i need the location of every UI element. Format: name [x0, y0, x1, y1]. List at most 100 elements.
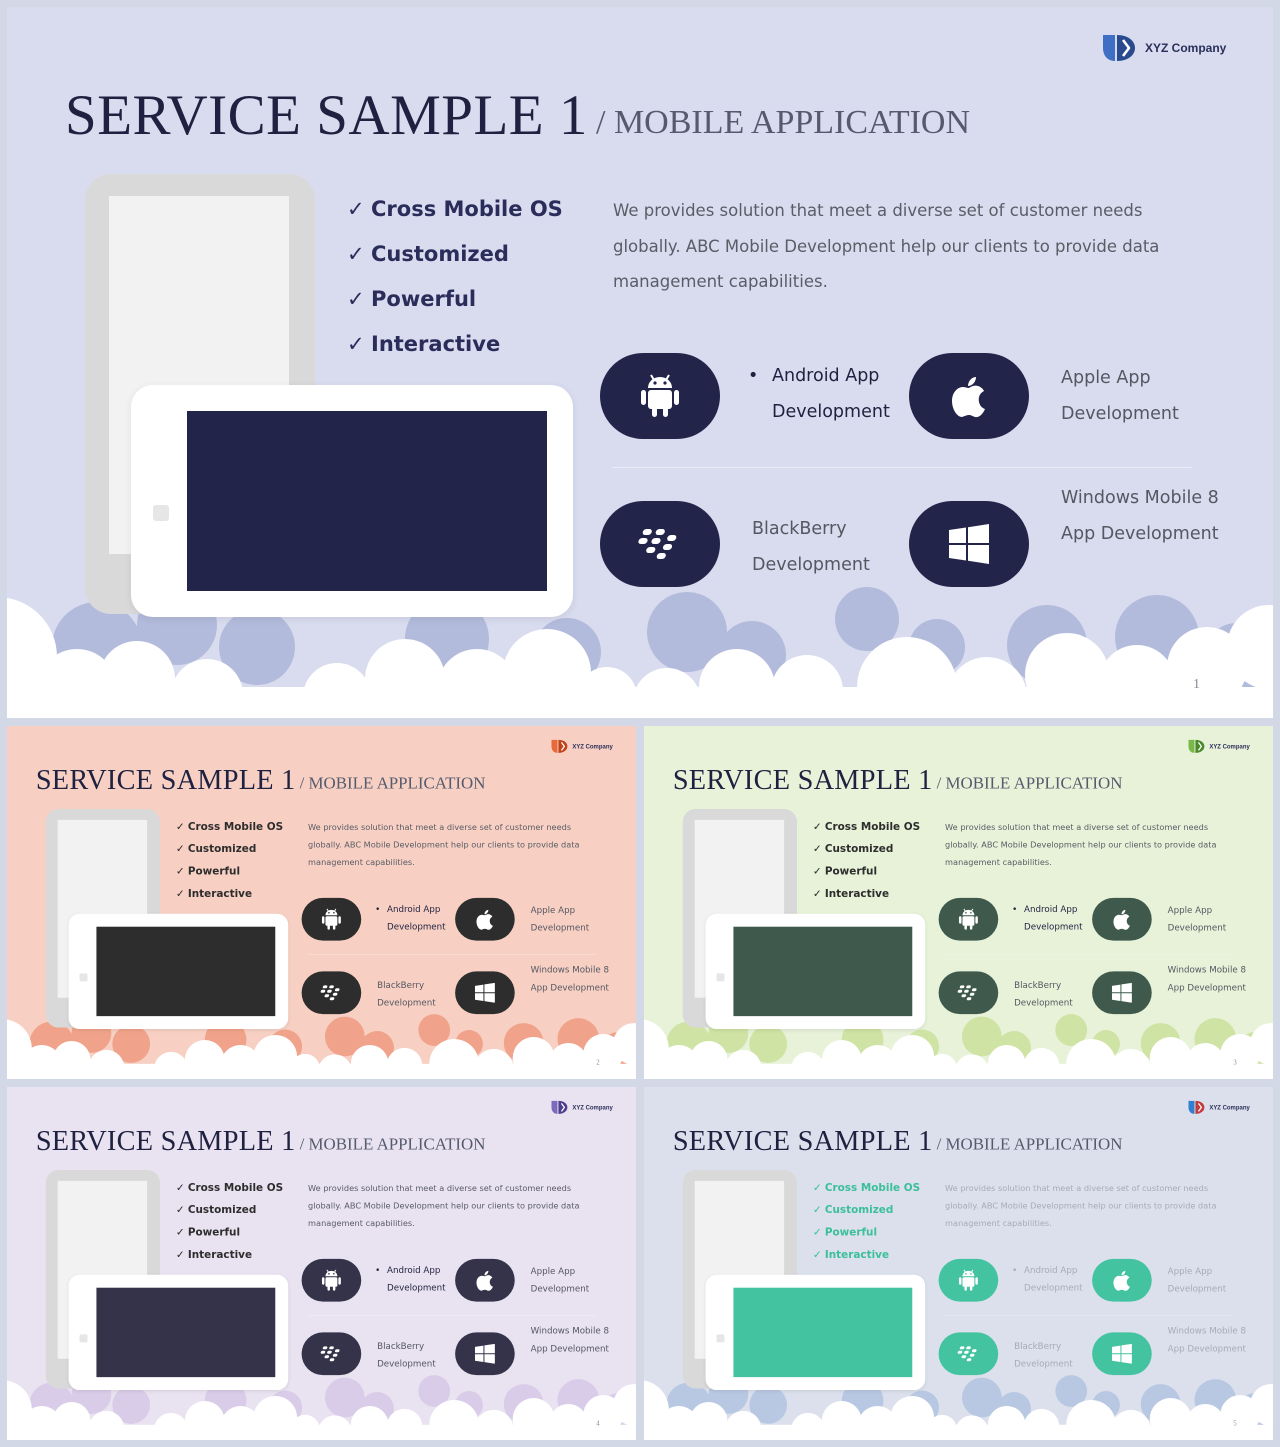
apple-icon [1113, 909, 1130, 930]
feature-item: ✓Powerful [813, 862, 920, 884]
checkmark-icon: ✓ [175, 865, 185, 878]
windows-icon [474, 982, 495, 1003]
android-label: • Android App Development [375, 1261, 462, 1297]
slide-title: SERVICE SAMPLE 1 [672, 1125, 933, 1157]
horizontal-phone-mockup [68, 1274, 289, 1391]
apple-badge [455, 897, 515, 941]
android-label: • Android App Development [375, 900, 462, 936]
feature-item: ✓Interactive [176, 1245, 283, 1267]
phone-home-button [79, 1334, 88, 1343]
cloud-background [7, 1013, 636, 1079]
blackberry-label: BlackBerry Development [1014, 980, 1073, 1009]
feature-item: ✓Interactive [813, 884, 920, 906]
windows-label: Windows Mobile 8 App Development [1167, 964, 1247, 993]
checkmark-icon: ✓ [812, 1248, 822, 1261]
android-icon [321, 1269, 341, 1291]
divider [612, 467, 1192, 468]
company-name: XYZ Company [572, 1103, 613, 1111]
company-logo: XYZ Company [1187, 1099, 1250, 1116]
blackberry-icon [957, 1346, 977, 1362]
description-text: We provides solution that meet a diverse… [613, 201, 1160, 291]
slide-title: SERVICE SAMPLE 1 [35, 1125, 296, 1157]
logo-mark-icon [1188, 1100, 1205, 1114]
horizontal-phone-screen [733, 1287, 913, 1378]
page-number: 2 [596, 1058, 600, 1067]
apple-label: Apple App Development [1167, 1266, 1227, 1295]
feature-item: ✓Cross Mobile OS [347, 190, 563, 235]
horizontal-phone-mockup [131, 385, 573, 617]
feature-item: ✓Customized [347, 235, 563, 280]
checkmark-icon: ✓ [812, 1203, 822, 1216]
slide-title: SERVICE SAMPLE 1 [35, 764, 296, 796]
slide-1[interactable]: XYZ Company SERVICE SAMPLE 1 / MOBILE AP… [7, 7, 1273, 718]
cloud-background [7, 1374, 636, 1440]
checkmark-icon: ✓ [812, 887, 822, 900]
checkmark-icon: ✓ [812, 820, 822, 833]
feature-checklist: ✓Cross Mobile OS ✓Customized ✓Powerful ✓… [347, 190, 563, 370]
bullet: • [375, 904, 381, 915]
feature-item: ✓Customized [176, 1200, 283, 1222]
checkmark-icon: ✓ [175, 842, 185, 855]
bullet: • [1012, 1265, 1018, 1276]
apple-icon [952, 377, 985, 418]
logo-mark-icon [551, 1100, 568, 1114]
apple-icon [476, 1270, 493, 1291]
feature-item: ✓Customized [813, 1200, 920, 1222]
company-name: XYZ Company [1209, 742, 1250, 750]
feature-item: ✓Cross Mobile OS [176, 817, 283, 839]
slide-4[interactable]: XYZ Company SERVICE SAMPLE 1 / MOBILE AP… [7, 1087, 636, 1440]
slide-2[interactable]: XYZ Company SERVICE SAMPLE 1 / MOBILE AP… [7, 726, 636, 1079]
slide-subtitle: / MOBILE APPLICATION [596, 104, 971, 141]
android-label: • Android App Development [1012, 900, 1099, 936]
horizontal-phone-mockup [705, 1274, 926, 1391]
horizontal-phone-screen [96, 1287, 276, 1378]
feature-item: ✓Cross Mobile OS [176, 1178, 283, 1200]
company-name: XYZ Company [572, 742, 613, 750]
company-name: XYZ Company [1145, 41, 1227, 55]
slide-5[interactable]: XYZ Company SERVICE SAMPLE 1 / MOBILE AP… [644, 1087, 1273, 1440]
page-number: 5 [1233, 1419, 1237, 1428]
company-logo: XYZ Company [1187, 738, 1250, 755]
feature-checklist: ✓Cross Mobile OS ✓Customized ✓Powerful ✓… [176, 1178, 283, 1267]
description-text: We provides solution that meet a diverse… [945, 822, 1217, 868]
windows-badge [455, 971, 515, 1015]
checkmark-icon: ✓ [175, 820, 185, 833]
android-badge [301, 1258, 362, 1302]
checkmark-icon: ✓ [175, 887, 185, 900]
checkmark-icon: ✓ [347, 287, 365, 311]
slide-3[interactable]: XYZ Company SERVICE SAMPLE 1 / MOBILE AP… [644, 726, 1273, 1079]
feature-item: ✓Cross Mobile OS [813, 817, 920, 839]
feature-item: ✓Powerful [347, 280, 563, 325]
phone-home-button [79, 973, 88, 982]
checkmark-icon: ✓ [812, 842, 822, 855]
apple-label: Apple App Development [1167, 905, 1227, 934]
blackberry-label: BlackBerry Development [752, 519, 870, 575]
feature-item: ✓Powerful [176, 862, 283, 884]
slide-title: SERVICE SAMPLE 1 [672, 764, 933, 796]
logo-mark-icon [1103, 35, 1135, 61]
page-number: 1 [1193, 677, 1200, 692]
windows-icon [474, 1343, 495, 1364]
apple-icon [1113, 1270, 1130, 1291]
horizontal-phone-mockup [705, 913, 926, 1030]
blackberry-badge [938, 1332, 999, 1376]
checkmark-icon: ✓ [175, 1203, 185, 1216]
slide-canvas: XYZ Company SERVICE SAMPLE 1 / MOBILE AP… [7, 7, 1273, 718]
feature-item: ✓Powerful [813, 1223, 920, 1245]
checkmark-icon: ✓ [175, 1226, 185, 1239]
blackberry-icon [320, 1346, 340, 1362]
blackberry-badge [600, 501, 720, 587]
slide-subtitle: / MOBILE APPLICATION [299, 1135, 486, 1154]
blackberry-label: BlackBerry Development [377, 1341, 436, 1370]
windows-icon [949, 524, 989, 564]
checkmark-icon: ✓ [347, 332, 365, 356]
android-badge [301, 897, 362, 941]
blackberry-badge [938, 971, 999, 1015]
feature-item: ✓Interactive [347, 325, 563, 370]
blackberry-icon [320, 985, 340, 1001]
feature-checklist: ✓Cross Mobile OS ✓Customized ✓Powerful ✓… [176, 817, 283, 906]
windows-icon [1111, 1343, 1132, 1364]
horizontal-phone-screen [96, 926, 276, 1017]
blackberry-icon [957, 985, 977, 1001]
apple-label: Apple App Development [1061, 368, 1179, 424]
